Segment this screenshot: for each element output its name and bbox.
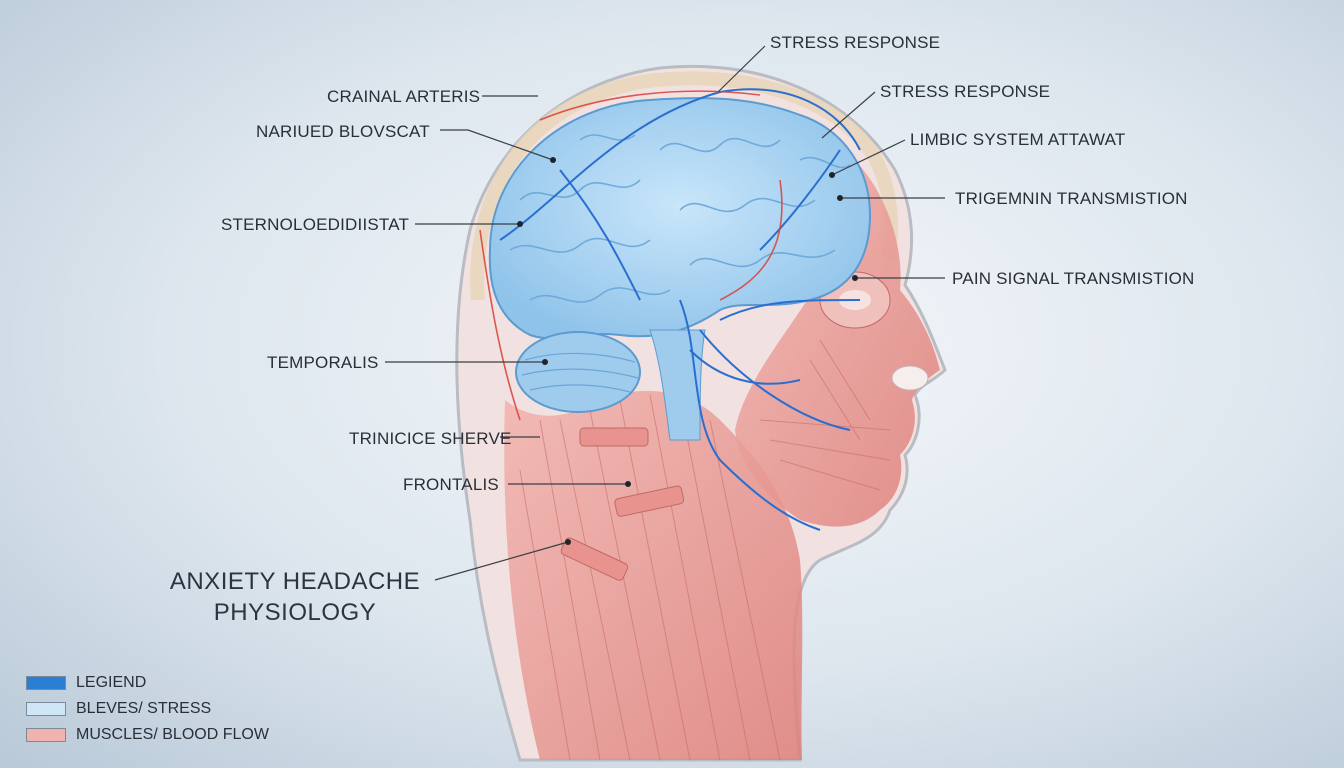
muscle-fibers [519, 394, 781, 761]
legend: LEGIEND BLEVES/ STRESS MUSCLES/ BLOOD FL… [26, 670, 269, 748]
neck-band-3 [560, 537, 629, 581]
label-pain-signal-transmission: PAIN SIGNAL TRANSMISTION [952, 269, 1195, 288]
cerebellum-folds [521, 352, 639, 393]
legend-label: LEGIEND [76, 674, 147, 691]
neck-band-2 [614, 485, 685, 517]
legend-item: BLEVES/ STRESS [26, 696, 269, 722]
leader-lines [385, 45, 945, 581]
neck-muscles [504, 390, 803, 760]
neck-band-1 [579, 427, 649, 447]
legend-swatch-light-blue [26, 702, 66, 716]
label-trigeminal-transmission: TRIGEMNIN TRANSMISTION [955, 189, 1188, 208]
nerve-network [499, 88, 861, 531]
legend-item: LEGIEND [26, 670, 269, 696]
diagram-title: ANXIETY HEADACHE PHYSIOLOGY [160, 566, 430, 628]
legend-item: MUSCLES/ BLOOD FLOW [26, 722, 269, 748]
skull-outline [470, 71, 898, 301]
title-line-1: ANXIETY HEADACHE [169, 568, 421, 595]
label-sternoloedidiistat: STERNOLOEDIDIISTAT [221, 215, 410, 234]
legend-swatch-blue [26, 676, 66, 690]
nose-tip [891, 365, 929, 391]
blood-flow-arrows [479, 90, 783, 421]
label-temporalis: TEMPORALIS [267, 353, 379, 372]
label-limbic-system: LIMBIC SYSTEM ATTAWAT [910, 130, 1126, 149]
label-cranial-arteris: CRAINAL ARTERIS [327, 87, 481, 106]
label-trinicice-sherve: TRINICICE SHERVE [349, 429, 512, 448]
label-stress-response-top: STRESS RESPONSE [770, 33, 941, 52]
label-naried-blovscat: NARIUED BLOVSCAT [256, 122, 430, 141]
legend-label: MUSCLES/ BLOOD FLOW [76, 726, 269, 743]
leader-dots [517, 157, 858, 545]
face-fibers [759, 339, 891, 491]
label-frontalis: FRONTALIS [403, 475, 499, 494]
legend-swatch-red [26, 728, 66, 742]
label-stress-response-2: STRESS RESPONSE [880, 82, 1051, 101]
cerebellum [515, 331, 641, 413]
brainstem [649, 329, 706, 441]
legend-label: BLEVES/ STRESS [76, 700, 212, 717]
title-line-2: PHYSIOLOGY [213, 599, 377, 626]
brain-folds [509, 134, 851, 303]
